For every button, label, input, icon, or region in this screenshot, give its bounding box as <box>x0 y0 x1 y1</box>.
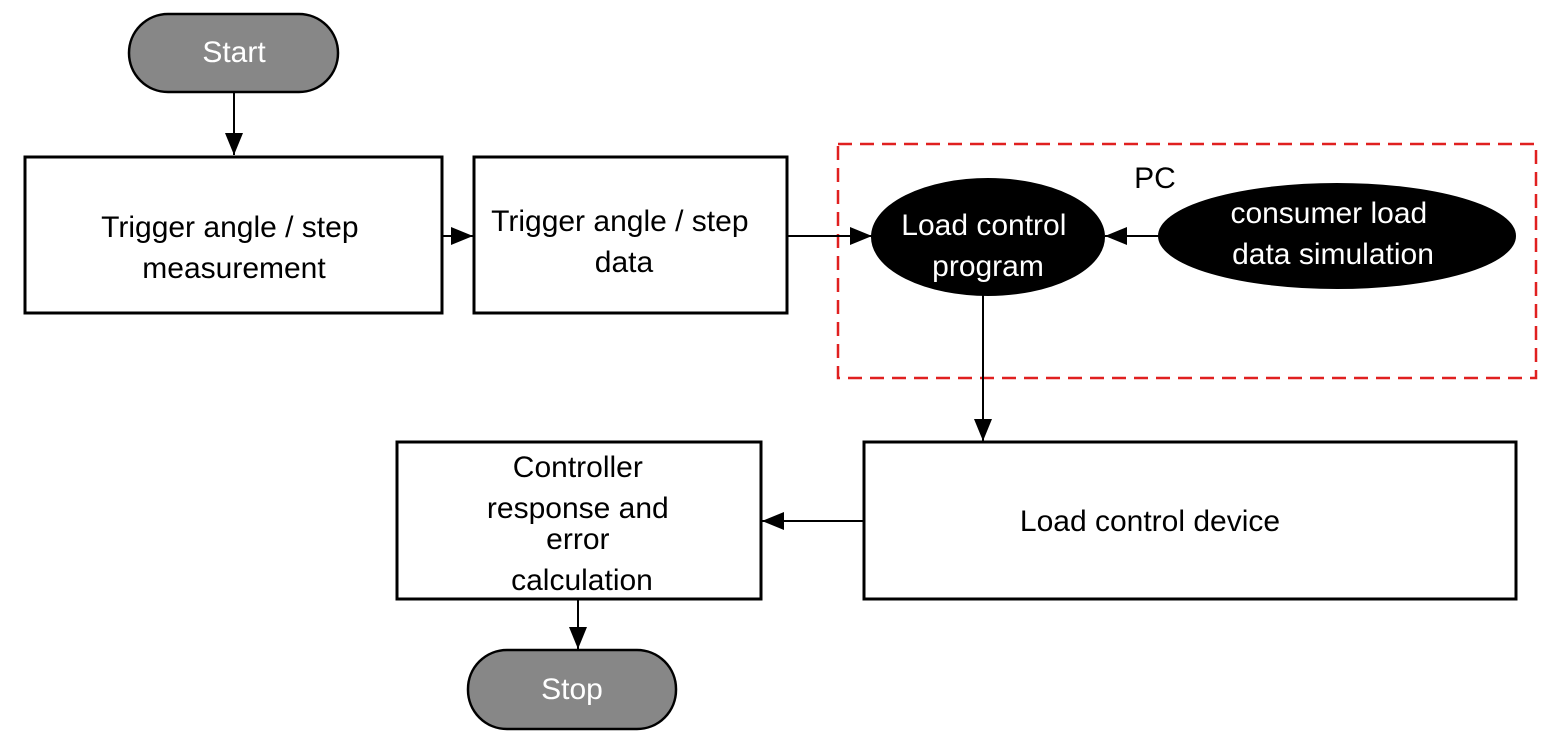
consumer-load-simulation-ellipse: consumer load data simulation <box>1158 183 1516 289</box>
stop-label: Stop <box>541 673 603 706</box>
trigger-measurement-line: Trigger angle / step <box>101 211 358 244</box>
consumer-load-simulation-line: consumer load <box>1230 197 1427 230</box>
start-terminal: Start <box>127 12 340 94</box>
load-control-device-text: Load control device <box>1020 505 1280 538</box>
consumer-load-simulation-text: consumer load data simulation <box>1230 197 1435 271</box>
controller-response-line: response and <box>487 492 669 525</box>
load-control-program-line: Load control <box>901 209 1066 242</box>
load-control-program-ellipse: Load control program <box>871 178 1105 296</box>
trigger-data-line: data <box>595 246 654 279</box>
trigger-measurement-text: Trigger angle / step measurement <box>101 211 367 285</box>
controller-response-text: Controller response and error calculatio… <box>487 451 677 597</box>
start-label: Start <box>202 36 266 69</box>
trigger-measurement-line: measurement <box>142 252 326 285</box>
controller-response-line: error <box>546 523 609 556</box>
load-control-device-box: Load control device <box>862 440 1518 601</box>
trigger-data-text: Trigger angle / step data <box>491 205 757 279</box>
controller-response-box: Controller response and error calculatio… <box>395 440 763 601</box>
pc-group-label: PC <box>1134 162 1176 195</box>
controller-response-line: Controller <box>513 451 643 484</box>
trigger-data-box: Trigger angle / step data <box>472 155 789 315</box>
trigger-data-line: Trigger angle / step <box>491 205 748 238</box>
stop-terminal: Stop <box>466 648 678 731</box>
controller-response-line: calculation <box>511 564 653 597</box>
load-control-program-text: Load control program <box>901 209 1074 283</box>
consumer-load-simulation-line: data simulation <box>1232 238 1434 271</box>
load-control-program-line: program <box>932 250 1044 283</box>
trigger-measurement-box: Trigger angle / step measurement <box>23 155 444 315</box>
pc-group-border <box>836 142 1538 380</box>
